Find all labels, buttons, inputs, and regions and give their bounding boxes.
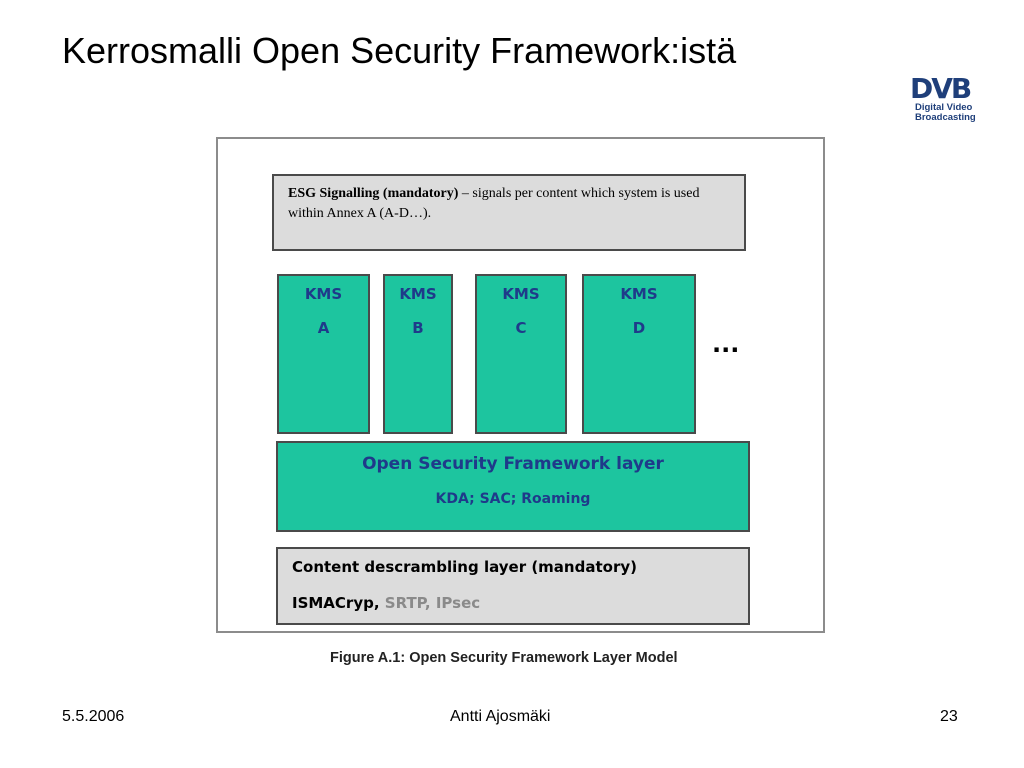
kms-letter: A xyxy=(317,319,330,337)
svg-text:DVB: DVB xyxy=(910,72,971,102)
kms-letter: C xyxy=(515,319,527,337)
slide-title: Kerrosmalli Open Security Framework:istä xyxy=(62,30,737,71)
kms-label: KMS xyxy=(502,285,540,303)
more-kms-ellipsis: ... xyxy=(712,330,740,358)
kms-block-d: KMS D xyxy=(582,274,696,434)
esg-text: – signals per content which system is us… xyxy=(288,186,700,221)
descrambling-layer-box: Content descrambling layer (mandatory) I… xyxy=(276,547,750,625)
kms-letter: B xyxy=(412,319,424,337)
kms-label: KMS xyxy=(399,285,437,303)
ismacryp-label: ISMACryp, xyxy=(292,594,380,612)
kms-letter: D xyxy=(632,319,646,337)
footer-author: Antti Ajosmäki xyxy=(450,708,551,725)
figure-caption: Figure A.1: Open Security Framework Laye… xyxy=(330,650,678,666)
footer-page-number: 23 xyxy=(940,708,958,725)
esg-signalling-box: ESG Signalling (mandatory) – signals per… xyxy=(272,174,746,251)
kms-block-a: KMS A xyxy=(277,274,370,434)
osf-layer-subtitle: KDA; SAC; Roaming xyxy=(435,491,591,507)
dvb-logo: DVB Digital Video Broadcasting xyxy=(908,72,980,126)
kms-label: KMS xyxy=(620,285,658,303)
logo-line-2: Broadcasting xyxy=(915,112,976,123)
descrambling-layer-items: ISMACryp, SRTP, IPsec xyxy=(292,594,480,612)
osf-layer-title: Open Security Framework layer xyxy=(362,454,664,474)
dvb-logo-mark: DVB xyxy=(910,72,973,102)
logo-line-1: Digital Video xyxy=(915,102,973,113)
descrambling-layer-title: Content descrambling layer (mandatory) xyxy=(292,558,637,576)
kms-block-b: KMS B xyxy=(383,274,453,434)
footer-date: 5.5.2006 xyxy=(62,708,125,725)
kms-block-c: KMS C xyxy=(475,274,567,434)
osf-layer-box: Open Security Framework layer KDA; SAC; … xyxy=(276,441,750,532)
kms-label: KMS xyxy=(304,285,343,303)
esg-bold-text: ESG Signalling (mandatory) xyxy=(288,186,459,201)
srtp-ipsec-label: SRTP, IPsec xyxy=(379,594,481,612)
